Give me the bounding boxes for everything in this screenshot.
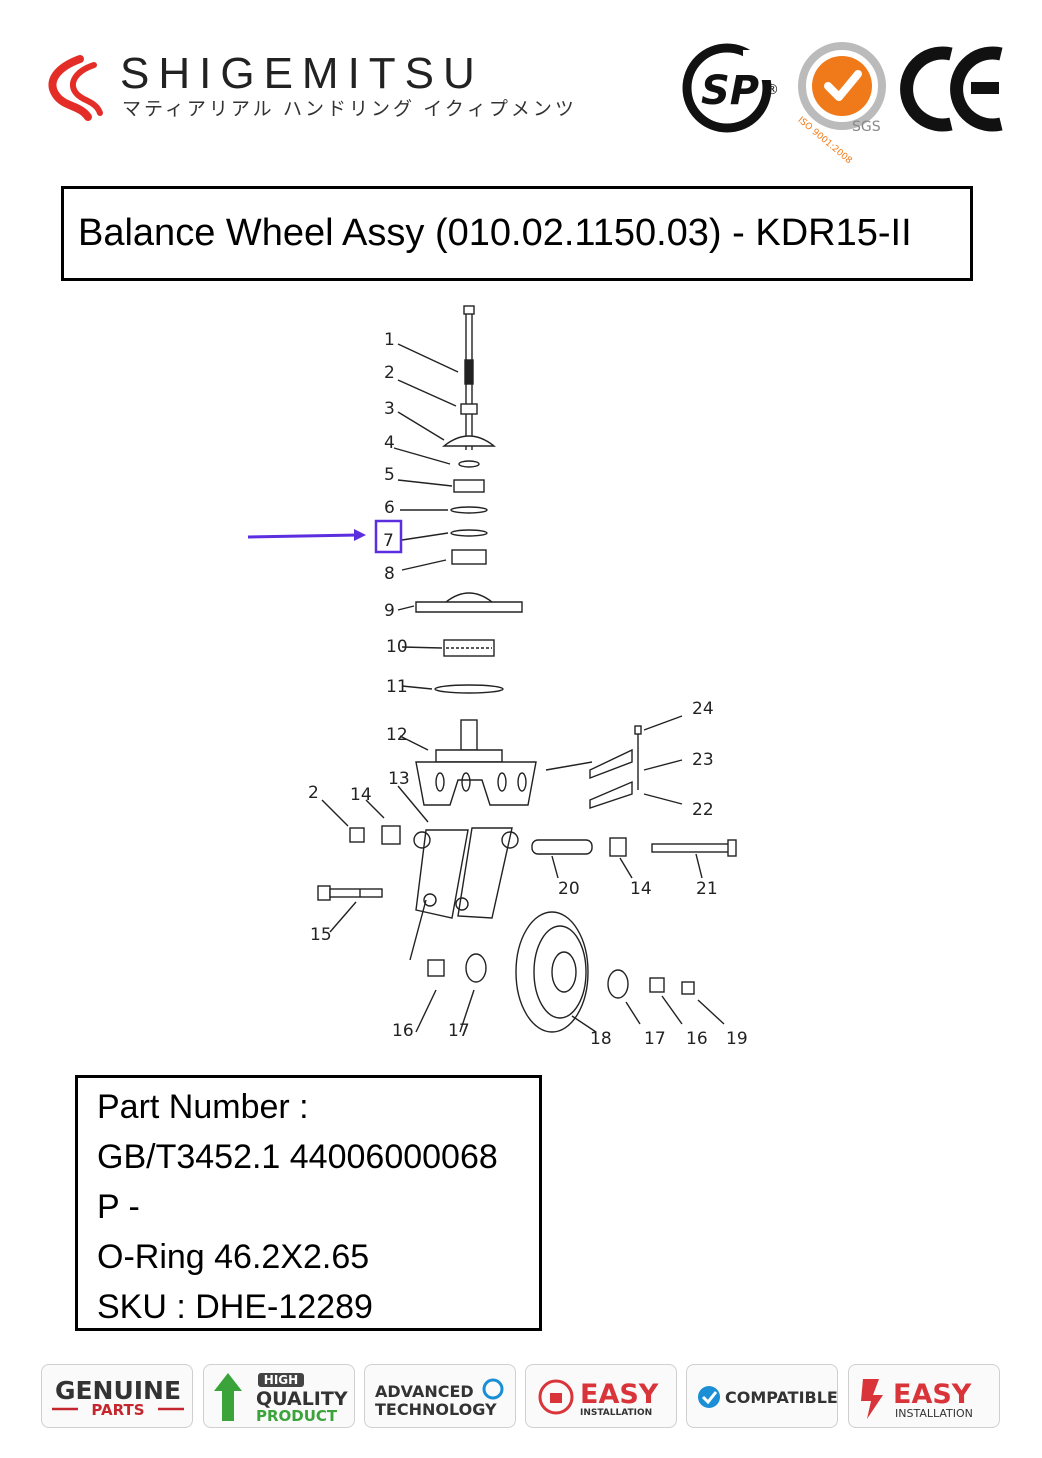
callout-14: 14 (350, 785, 372, 805)
high-quality-badge: HIGH QUALITY PRODUCT (203, 1364, 355, 1428)
callout-8: 8 (384, 564, 395, 584)
callout-16: 16 (392, 1021, 414, 1041)
quality-mid: QUALITY (256, 1388, 348, 1410)
genuine-parts-badge: GENUINE PARTS (41, 1364, 193, 1428)
easy2-sub: INSTALLATION (895, 1407, 973, 1420)
callout-1: 1 (384, 330, 395, 350)
callout-24: 24 (692, 699, 714, 719)
compatible-badge: COMPATIBLE (686, 1364, 838, 1428)
callout-5: 5 (384, 465, 395, 485)
callout-19: 19 (726, 1029, 748, 1049)
easy-word: EASY (580, 1379, 659, 1410)
callout-21: 21 (696, 879, 718, 899)
callout-4: 4 (384, 433, 395, 453)
callout-2b: 2 (308, 783, 319, 803)
svg-text:®: ® (765, 82, 779, 98)
callout-16b: 16 (686, 1029, 708, 1049)
check-icon (698, 1386, 720, 1408)
callout-20: 20 (558, 879, 580, 899)
part-info-box: Part Number : GB/T3452.1 44006000068 P -… (75, 1075, 542, 1331)
title-box: Balance Wheel Assy (010.02.1150.03) - KD… (61, 186, 973, 281)
callout-9: 9 (384, 601, 395, 621)
callout-14b: 14 (630, 879, 652, 899)
advanced-line1: ADVANCED (375, 1382, 474, 1401)
callout-15: 15 (310, 925, 332, 945)
sku: SKU : DHE-12289 (97, 1288, 373, 1326)
shigemitsu-logo-icon (48, 55, 103, 121)
csa-icon: SP ® (682, 43, 779, 133)
part-number-value: GB/T3452.1 44006000068 (97, 1138, 498, 1176)
sgs-iso-icon: ISO 9001:2008 SGS (796, 42, 886, 166)
thumbs-up-icon (538, 1379, 574, 1415)
easy-installation-badge: EASY INSTALLATION (525, 1364, 677, 1428)
callout-2: 2 (384, 363, 395, 383)
callout-11: 11 (386, 677, 408, 697)
callout-18: 18 (590, 1029, 612, 1049)
quality-top: HIGH (264, 1373, 298, 1387)
svg-text:SP: SP (701, 68, 759, 114)
easy-sub: INSTALLATION (580, 1408, 652, 1418)
exploded-parts-diagram: 1 2 3 4 5 6 7 8 9 10 11 12 13 14 2 24 23… (247, 305, 748, 1049)
callout-22: 22 (692, 800, 714, 820)
genuine-word: GENUINE (55, 1376, 181, 1405)
callout-13: 13 (388, 769, 410, 789)
wrench-hand-icon (861, 1379, 883, 1419)
brand-name: SHIGEMITSU (120, 49, 484, 98)
part-description: O-Ring 46.2X2.65 (97, 1238, 370, 1276)
easy-installation-badge-2: EASY INSTALLATION (848, 1364, 1000, 1428)
callout-17b: 17 (644, 1029, 666, 1049)
gear-icon (482, 1378, 504, 1400)
callout-12: 12 (386, 725, 408, 745)
callout-17: 17 (448, 1021, 470, 1041)
quality-bottom: PRODUCT (256, 1407, 338, 1425)
part-number-label: Part Number : (97, 1088, 309, 1126)
callout-6: 6 (384, 498, 395, 518)
ce-mark-icon (900, 46, 1003, 132)
page-title: Balance Wheel Assy (010.02.1150.03) - KD… (78, 212, 912, 254)
easy2-word: EASY (893, 1379, 972, 1410)
callout-10: 10 (386, 637, 408, 657)
callout-3: 3 (384, 399, 395, 419)
advanced-line2: TECHNOLOGY (375, 1400, 497, 1419)
svg-text:SGS: SGS (852, 119, 881, 135)
brand-subtitle: マティアリアル ハンドリング イクィプメンツ (122, 99, 577, 120)
advanced-technology-badge: ADVANCED TECHNOLOGY (364, 1364, 516, 1428)
arrow-up-icon (214, 1373, 242, 1421)
callout-7: 7 (383, 531, 394, 551)
highlight-box (374, 519, 403, 554)
callout-23: 23 (692, 750, 714, 770)
genuine-sub: PARTS (91, 1401, 144, 1419)
compatible-word: COMPATIBLE (725, 1388, 838, 1407)
part-prefix: P - (97, 1188, 140, 1226)
